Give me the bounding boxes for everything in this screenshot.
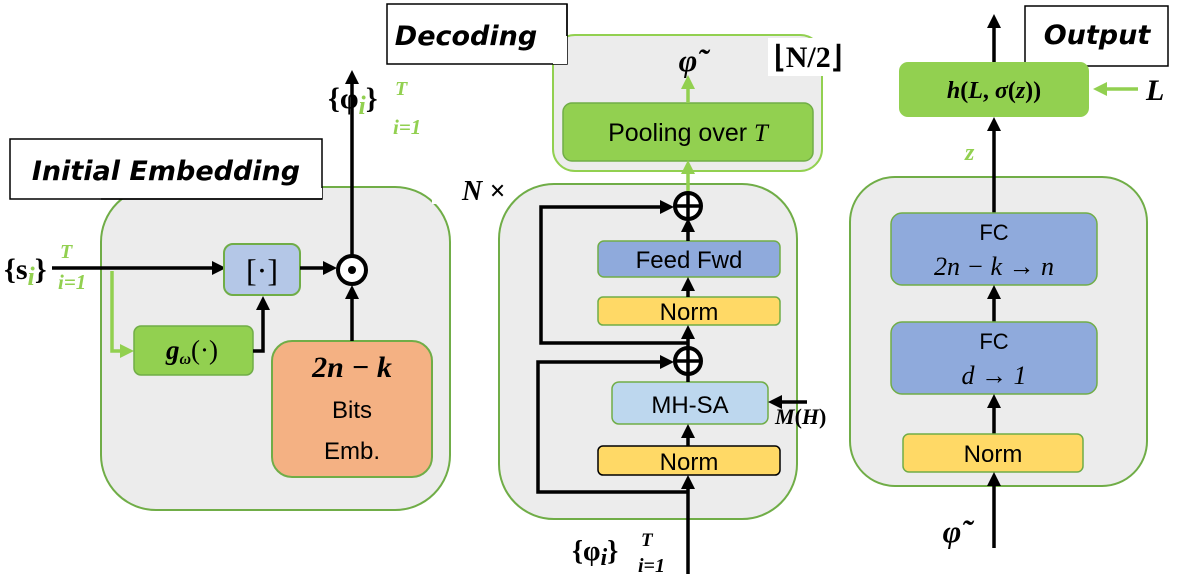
initial-embedding-title: Initial Embedding bbox=[32, 156, 300, 187]
g-omega-label: gω(·) bbox=[165, 335, 218, 368]
dec-input-brace: {φ bbox=[572, 536, 601, 567]
input-s-range: i=1 bbox=[58, 270, 86, 294]
repeat-label-mask bbox=[432, 192, 502, 204]
decoding-title-box bbox=[386, 3, 568, 65]
fc-top-line2: 2n − k → n bbox=[934, 252, 1054, 281]
norm-bottom-label: Norm bbox=[660, 449, 719, 476]
embedding-output-label: {φi} T i=1 bbox=[328, 78, 421, 139]
input-s-close: } bbox=[35, 253, 47, 286]
bits-expression: 2n − k bbox=[311, 351, 392, 384]
dec-input-superscript: T bbox=[641, 530, 654, 551]
input-s-label: {si} T i=1 bbox=[4, 241, 86, 294]
decoding-title-mask bbox=[553, 36, 567, 64]
hadamard-product-icon bbox=[336, 254, 368, 286]
decoding-section: N × Pooling over T φ̃ ⌊N/2⌋ Decoding Fee… bbox=[386, 3, 842, 577]
floor-label-bg bbox=[768, 38, 826, 76]
h-function-block bbox=[899, 62, 1089, 117]
input-s-brace: {s bbox=[4, 253, 28, 286]
z-label: z bbox=[964, 140, 975, 166]
arrow-input-to-g bbox=[110, 271, 134, 358]
svg-text:{φi}: {φi} bbox=[328, 82, 378, 120]
arrow-g-to-concat bbox=[253, 296, 270, 353]
bits-label-line1: Bits bbox=[332, 397, 372, 424]
concat-label: [·] bbox=[246, 252, 278, 288]
svg-text:{φi}: {φi} bbox=[572, 536, 618, 571]
mhsa-label: MH-SA bbox=[651, 392, 728, 419]
output-phi-subscript: i bbox=[359, 91, 367, 120]
decoding-title: Decoding bbox=[395, 21, 537, 52]
residual-add-bottom-icon bbox=[673, 346, 703, 376]
title-box-mask bbox=[101, 188, 322, 198]
output-phi-brace: {φ bbox=[328, 82, 359, 115]
output-section: Output h(L, σ(z)) L z FC 2n − k → n FC d… bbox=[849, 5, 1169, 549]
output-input-label: φ̃ bbox=[943, 513, 975, 549]
input-s-subscript: i bbox=[28, 262, 36, 291]
output-norm-label: Norm bbox=[964, 441, 1023, 468]
bits-label-line2: Emb. bbox=[324, 438, 380, 465]
output-title: Output bbox=[1044, 20, 1152, 51]
output-phi-close: } bbox=[366, 82, 378, 115]
output-phi-superscript: T bbox=[395, 78, 408, 100]
fc-bottom-line1: FC bbox=[979, 329, 1008, 354]
floor-label: ⌊N/2⌋ bbox=[774, 41, 842, 74]
decoder-input-label: {φi} T i=1 bbox=[572, 530, 665, 577]
norm-top-label: Norm bbox=[660, 299, 719, 326]
L-label: L bbox=[1145, 74, 1164, 107]
fc-top-line1: FC bbox=[979, 220, 1008, 245]
pooling-label: Pooling over T bbox=[608, 119, 770, 147]
output-phi-range: i=1 bbox=[393, 115, 421, 139]
residual-add-top-icon bbox=[673, 191, 703, 221]
dec-input-subscript: i bbox=[601, 545, 608, 571]
input-s-superscript: T bbox=[60, 241, 73, 263]
svg-text:{si}: {si} bbox=[4, 253, 47, 291]
fc-bottom-line2: d → 1 bbox=[962, 361, 1027, 390]
repeat-label: N × bbox=[461, 176, 505, 207]
residual-path-bottom bbox=[536, 355, 688, 494]
dec-input-range: i=1 bbox=[638, 555, 665, 577]
mask-label: M(H) bbox=[774, 404, 826, 429]
initial-embedding-section: Initial Embedding {si} T i=1 [·] gω(·) 2… bbox=[4, 70, 451, 511]
dec-input-close: } bbox=[607, 536, 618, 567]
output-title-box bbox=[1024, 5, 1169, 67]
feed-forward-label: Feed Fwd bbox=[636, 247, 743, 274]
residual-path-top bbox=[539, 200, 688, 345]
h-function-label: h(L, σ(z)) bbox=[947, 78, 1041, 104]
